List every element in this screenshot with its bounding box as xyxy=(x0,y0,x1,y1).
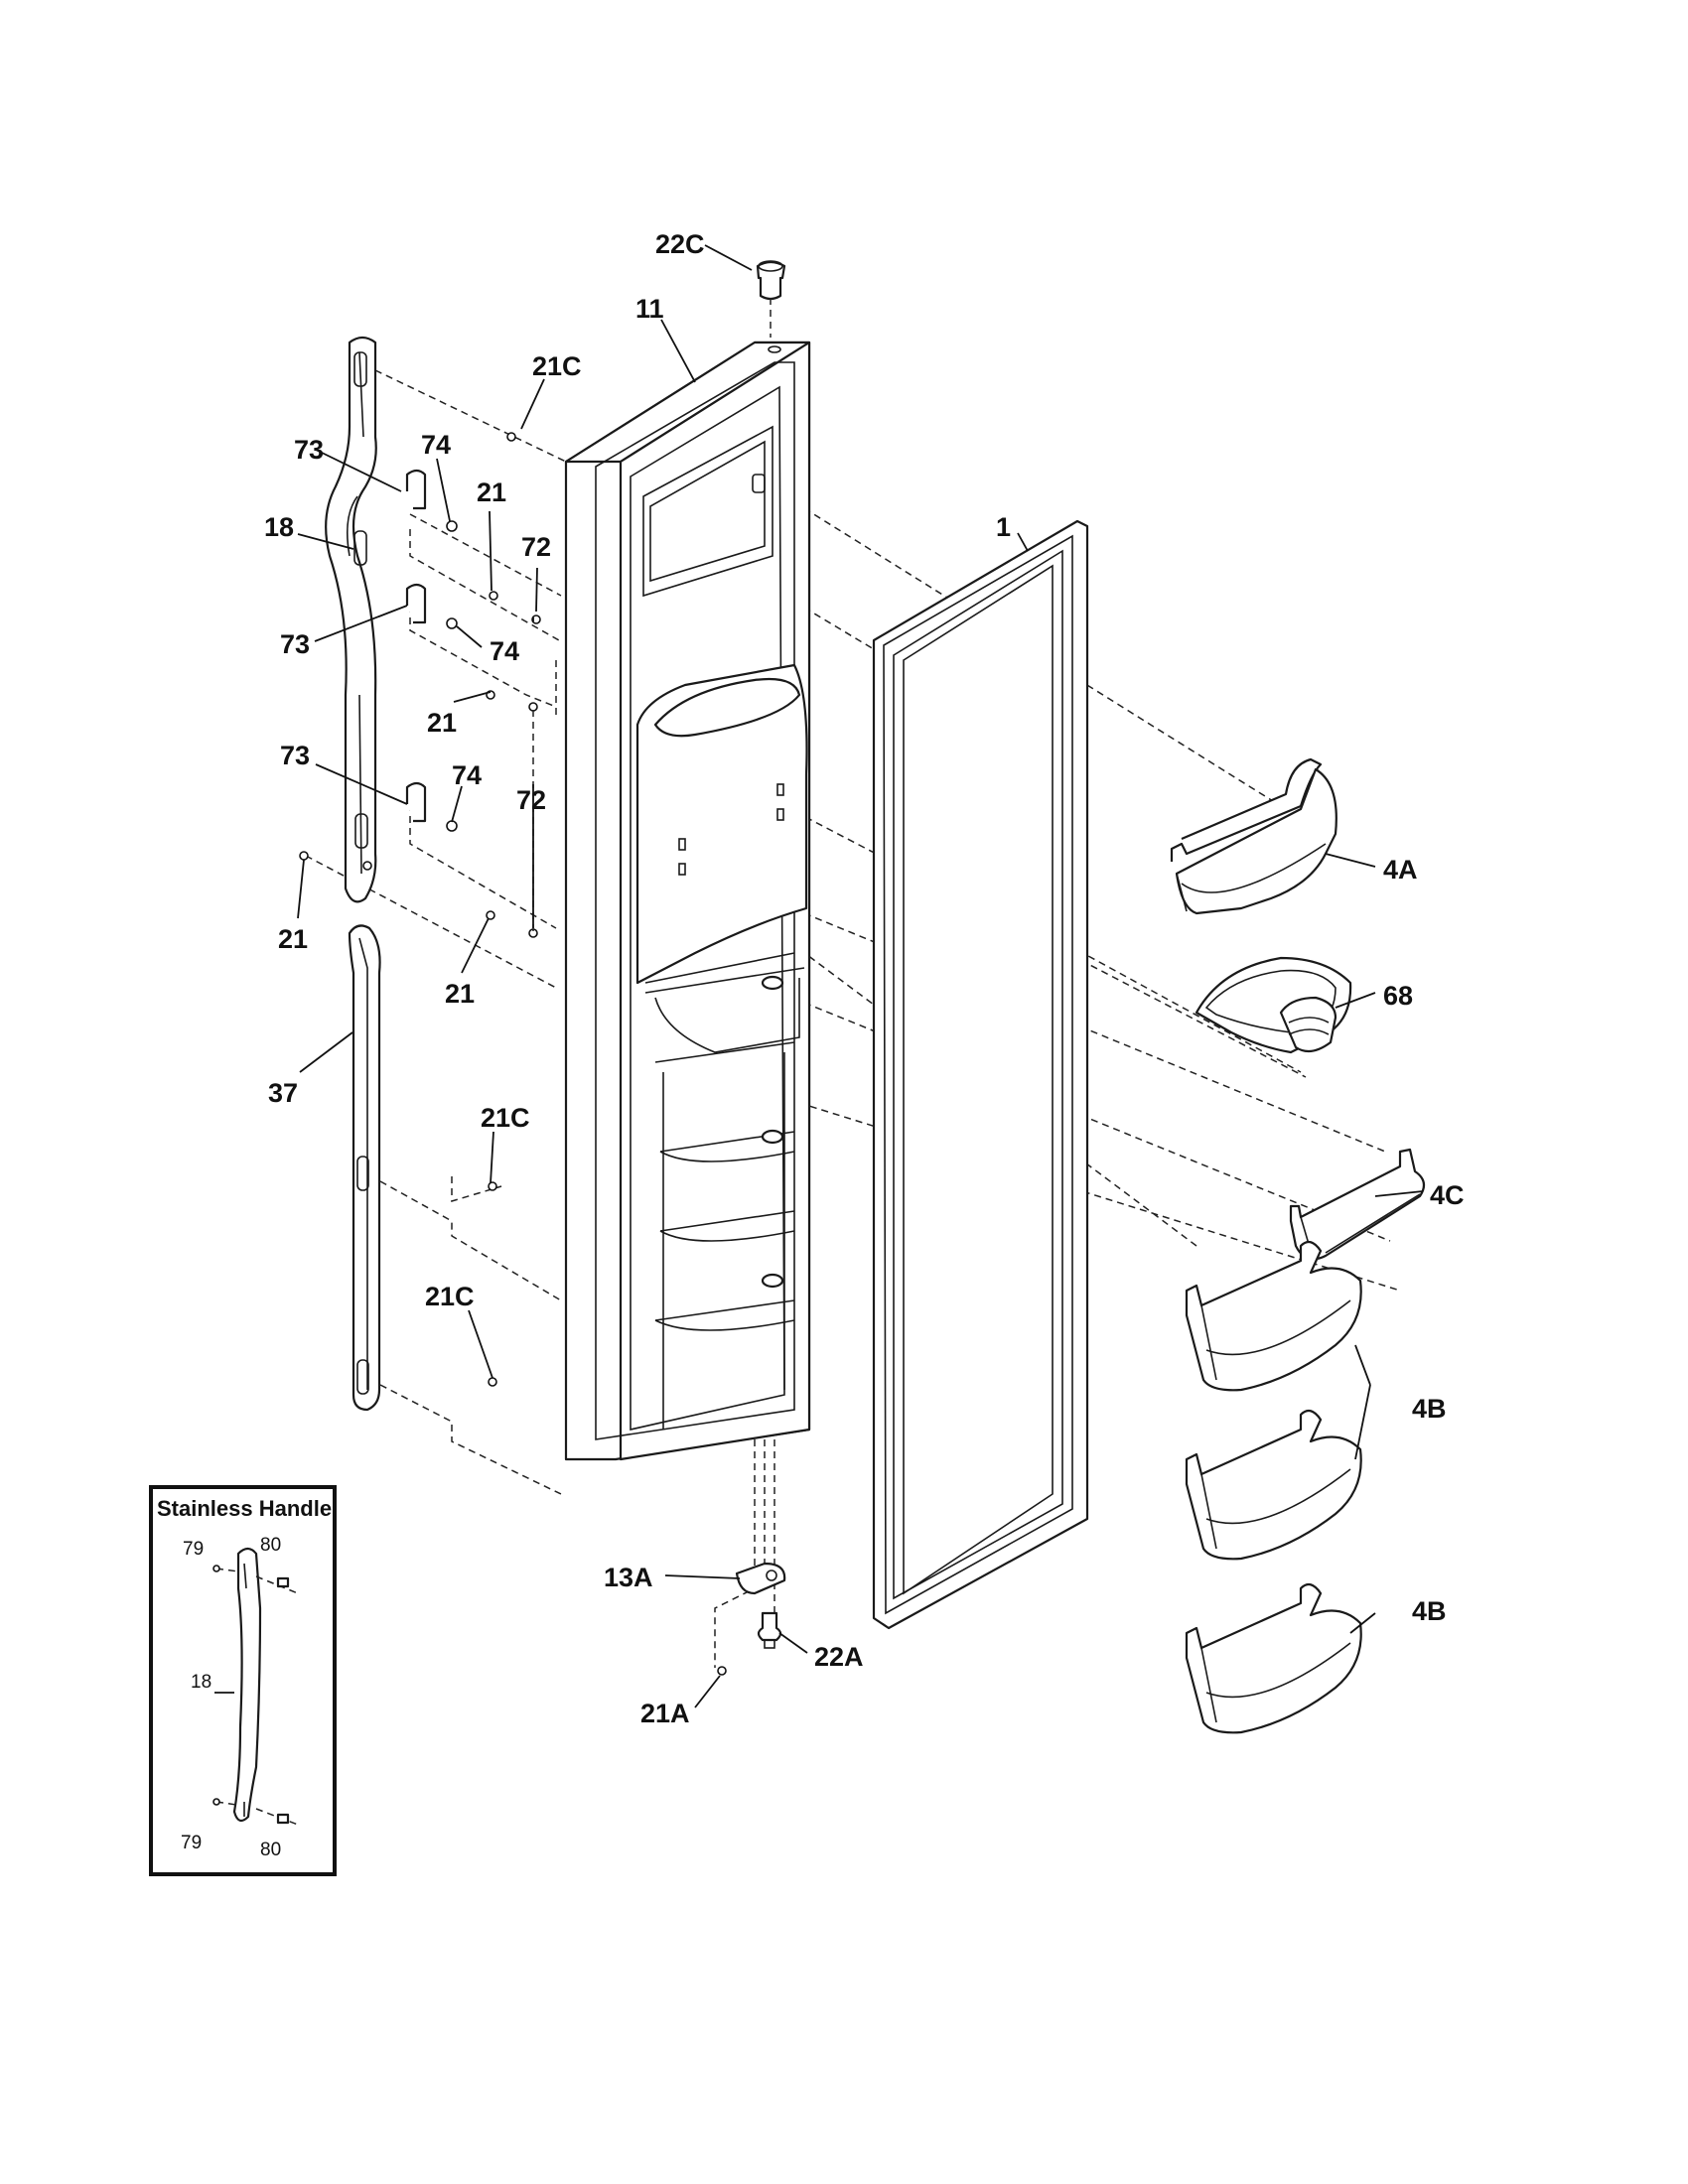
shelf-4B-1 xyxy=(1185,1240,1362,1392)
label-21-c: 21 xyxy=(278,924,308,954)
inset-label-80-bot: 80 xyxy=(260,1840,281,1860)
hinge-13A xyxy=(735,1562,786,1595)
label-72-b: 72 xyxy=(516,785,546,815)
label-4A: 4A xyxy=(1383,855,1418,885)
shelf-4B-3 xyxy=(1185,1582,1362,1734)
shelf-4B-2 xyxy=(1185,1409,1362,1561)
inset-title: Stainless Handle xyxy=(157,1496,332,1521)
label-73-a: 73 xyxy=(294,435,324,465)
label-4B-a: 4B xyxy=(1412,1394,1447,1424)
label-11: 11 xyxy=(635,294,664,324)
label-22C: 22C xyxy=(655,229,705,259)
screw-72-lines xyxy=(532,617,557,933)
clip-73 xyxy=(405,469,427,823)
assembly-lines xyxy=(305,369,1401,1668)
label-21-b: 21 xyxy=(427,708,457,738)
label-4B-b: 4B xyxy=(1412,1596,1447,1626)
shelf-4A xyxy=(1170,757,1337,915)
stainless-handle-inset: Stainless Handle 79 80 18 79 80 xyxy=(149,1485,337,1876)
leader-lines xyxy=(297,244,1424,1708)
label-72-a: 72 xyxy=(521,532,551,562)
handle-lower xyxy=(348,924,381,1412)
label-21C-top: 21C xyxy=(532,351,582,381)
label-74-c: 74 xyxy=(452,760,482,790)
label-21C-low: 21C xyxy=(425,1282,475,1311)
handle-upper xyxy=(325,336,377,903)
inset-label-18: 18 xyxy=(191,1672,211,1693)
label-68: 68 xyxy=(1383,981,1413,1011)
label-37: 37 xyxy=(268,1078,298,1108)
label-73-b: 73 xyxy=(280,629,310,659)
door-11 xyxy=(564,341,811,1461)
label-74-b: 74 xyxy=(490,636,519,666)
label-21A: 21A xyxy=(640,1699,690,1728)
label-22A: 22A xyxy=(814,1642,864,1672)
gasket-1 xyxy=(872,519,1089,1630)
label-21-d: 21 xyxy=(445,979,475,1009)
screw-21A xyxy=(717,1666,727,1676)
callout-labels: 22C 11 21C 1 73 74 21 18 72 73 74 21 73 … xyxy=(264,229,1465,1728)
inset-label-80-top: 80 xyxy=(260,1535,281,1556)
label-74-a: 74 xyxy=(421,430,451,460)
inset-label-79-top: 79 xyxy=(183,1539,204,1560)
label-21C-mid: 21C xyxy=(481,1103,530,1133)
ice-bin-68 xyxy=(1195,956,1352,1054)
label-1: 1 xyxy=(996,512,1011,542)
bushing-22C xyxy=(756,260,786,338)
label-73-c: 73 xyxy=(280,741,310,770)
inset-label-79-bot: 79 xyxy=(181,1833,202,1853)
bushing-22A xyxy=(757,1611,782,1649)
label-13A: 13A xyxy=(604,1563,653,1592)
label-4C: 4C xyxy=(1430,1180,1465,1210)
label-18: 18 xyxy=(264,512,294,542)
label-21-a: 21 xyxy=(477,478,506,507)
